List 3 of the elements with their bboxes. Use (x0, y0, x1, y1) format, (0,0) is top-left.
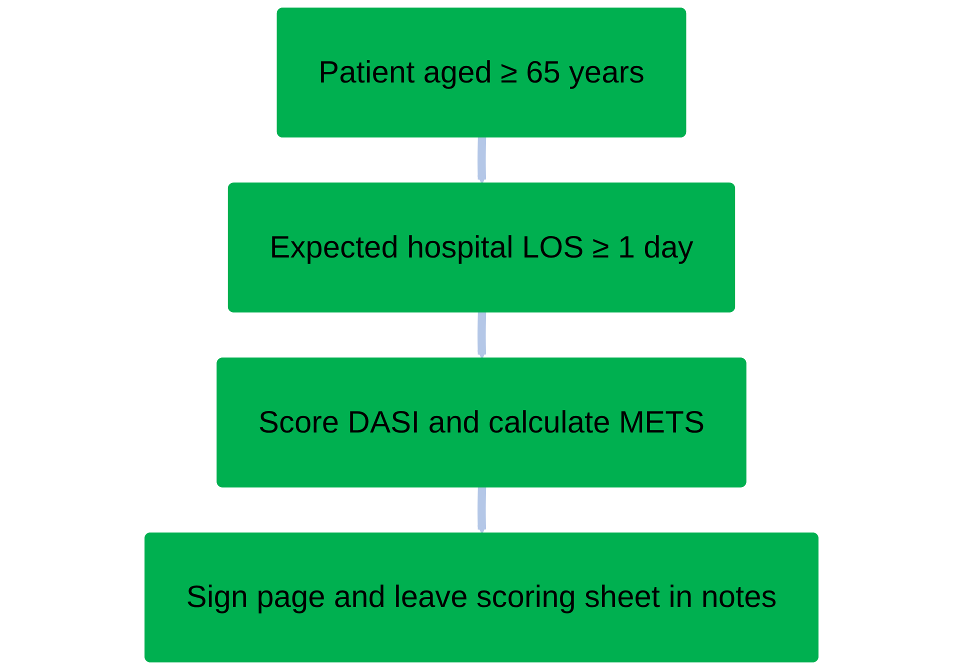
arrow (477, 137, 486, 184)
arrow (477, 486, 486, 534)
arrow (477, 312, 486, 360)
